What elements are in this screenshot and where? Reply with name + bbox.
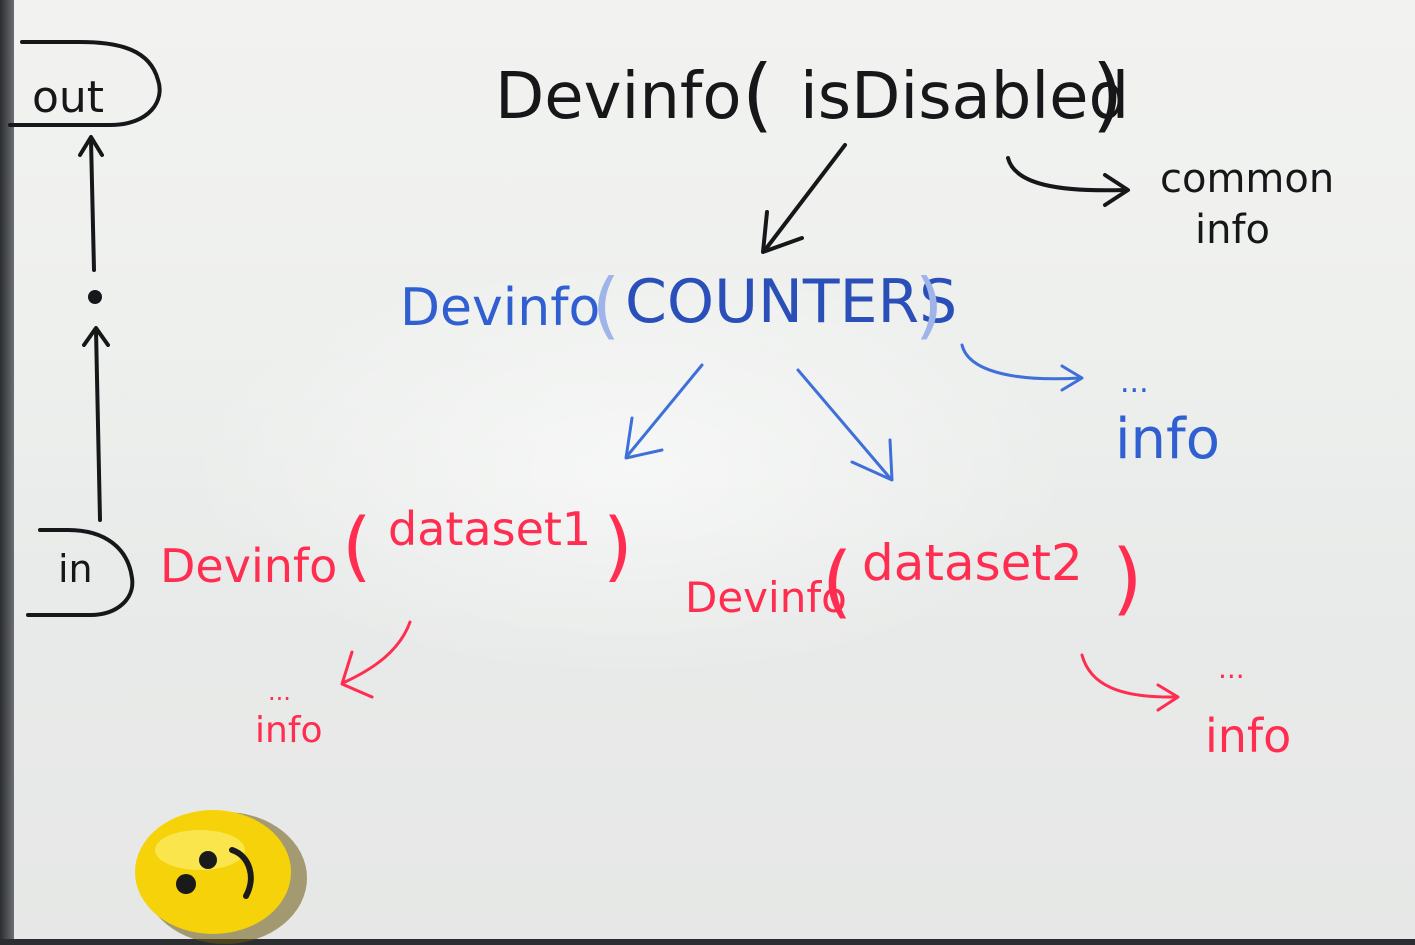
leaf-2-function: Devinfo — [685, 573, 847, 622]
up-arrow-lower — [94, 328, 102, 522]
leaf-2-paren-close: ) — [1112, 534, 1142, 624]
root-function: Devinfo — [495, 60, 742, 134]
root-side-arrow — [1006, 156, 1127, 193]
middle-node: Devinfo ( COUNTERS ) ... info — [400, 263, 1220, 482]
leaf-1-paren-open: ( — [342, 501, 372, 590]
leaf-2-node: Devinfo ( dataset2 ) ... info — [685, 534, 1291, 763]
leaf-2-sub-arrow — [1080, 653, 1177, 699]
leaf-1-function: Devinfo — [160, 539, 337, 593]
leaf-1-node: Devinfo ( dataset1 ) ... info — [160, 501, 633, 751]
middle-side-arrow — [960, 343, 1082, 381]
leaf-1-argument: dataset1 — [388, 502, 591, 556]
middle-paren-close: ) — [915, 263, 943, 347]
board-frame-bottom — [0, 939, 1415, 945]
out-bubble — [8, 40, 162, 127]
board-frame-left — [0, 0, 14, 945]
smiley-magnet-icon — [135, 810, 307, 944]
middle-side-ellipsis: ... — [1120, 365, 1149, 400]
middle-paren-open: ( — [592, 263, 620, 347]
in-label: in — [58, 547, 93, 591]
leaf-2-argument: dataset2 — [862, 534, 1083, 592]
middle-function: Devinfo — [400, 278, 600, 338]
root-down-arrow — [763, 143, 847, 252]
root-side-note: common — [1160, 156, 1334, 202]
up-arrow-upper — [89, 138, 96, 272]
root-side-note-2: info — [1195, 207, 1270, 253]
up-arrow-lower-head — [82, 326, 110, 347]
middle-argument: COUNTERS — [625, 267, 957, 337]
leaf-1-sub-arrow — [343, 620, 412, 684]
out-label: out — [32, 72, 104, 123]
root-down-arrow-head — [761, 210, 804, 254]
leaf-2-sub-note: info — [1205, 709, 1291, 763]
root-side-arrow-head — [1103, 173, 1130, 207]
leaf-1-sub-note: info — [255, 710, 323, 751]
middle-side-note: info — [1115, 407, 1220, 472]
middle-side-arrow-head — [1060, 364, 1084, 392]
root-paren-close: ) — [1092, 48, 1123, 141]
in-bubble — [26, 528, 135, 617]
board-glare — [180, 260, 1080, 680]
leaf-1-sub-arrow-head — [340, 650, 374, 699]
leaf-2-sub-ellipsis: ... — [1218, 652, 1245, 685]
root-node: Devinfo ( isDisabled ) common info — [495, 48, 1334, 254]
left-track: out in — [8, 40, 162, 617]
root-argument: isDisabled — [800, 60, 1129, 134]
middle-right-arrow — [796, 368, 892, 480]
leaf-2-paren-open: ( — [822, 537, 852, 627]
middle-left-arrow-head — [624, 416, 664, 460]
root-paren-open: ( — [742, 48, 773, 141]
pipeline-dot — [88, 290, 102, 304]
up-arrow-upper-head — [78, 135, 104, 157]
middle-right-arrow-head — [850, 438, 894, 482]
middle-left-arrow — [626, 363, 704, 457]
leaf-1-sub-ellipsis: ... — [268, 678, 291, 706]
leaf-1-paren-close: ) — [603, 501, 633, 590]
leaf-2-sub-arrow-head — [1156, 683, 1180, 712]
